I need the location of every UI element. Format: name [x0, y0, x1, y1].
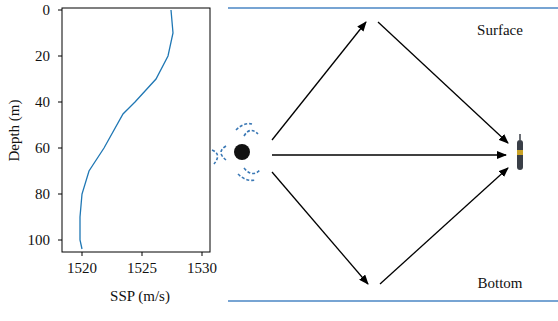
tick-label: 0 — [43, 3, 51, 18]
receiver-icon — [517, 134, 523, 170]
tick-label: 40 — [35, 95, 50, 110]
axis-title: Depth (m) — [7, 99, 22, 161]
bottom-line — [228, 300, 558, 302]
tick-label: 1525 — [127, 261, 157, 276]
surface-line — [228, 7, 558, 9]
tick-label: 1530 — [187, 261, 217, 276]
tick-label: 20 — [35, 49, 50, 64]
ray-paths — [272, 22, 508, 284]
source-icon — [212, 124, 260, 181]
axis-ticks — [58, 10, 202, 256]
plot-frame — [62, 8, 210, 252]
tick-label: 100 — [28, 233, 51, 248]
axis-title: SSP (m/s) — [110, 289, 170, 304]
tick-label: 60 — [35, 141, 50, 156]
tick-label: 1520 — [67, 261, 97, 276]
boundary-label: Surface — [477, 23, 523, 38]
ssp-curve — [80, 10, 173, 249]
boundary-label: Bottom — [477, 276, 522, 291]
tick-label: 80 — [35, 187, 50, 202]
